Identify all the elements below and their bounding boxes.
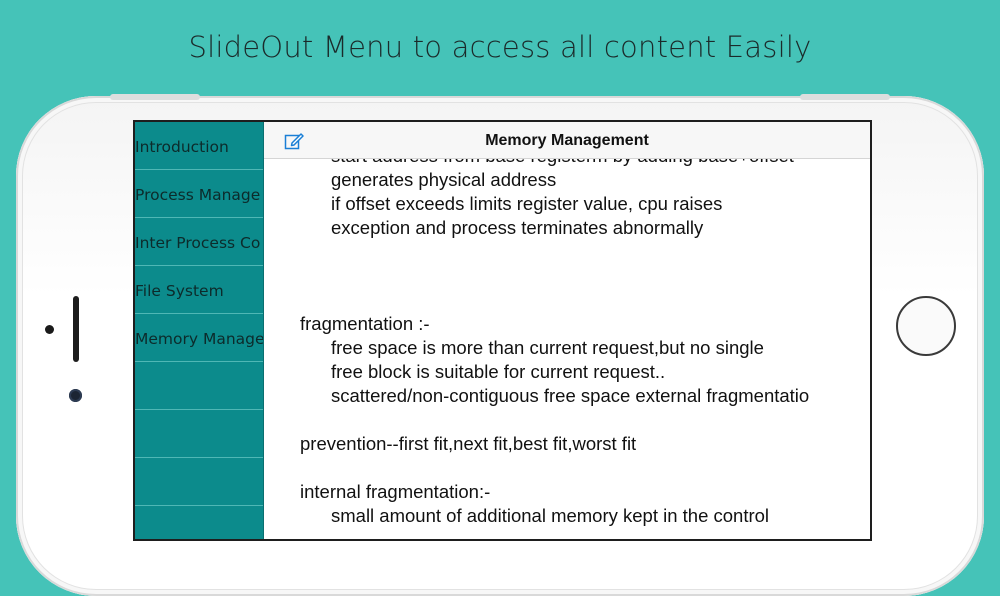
menu-item-empty[interactable] bbox=[135, 410, 263, 458]
menu-item-introduction[interactable]: Introduction bbox=[135, 122, 263, 170]
compose-icon[interactable] bbox=[284, 131, 304, 151]
headline: SlideOut Menu to access all content Easi… bbox=[188, 30, 812, 64]
phone-screen: Introduction Process Manage Inter Proces… bbox=[135, 122, 870, 539]
article-text: start address from base registerm by add… bbox=[264, 144, 870, 528]
blank-line bbox=[264, 240, 870, 264]
text-line: exception and process terminates abnorma… bbox=[331, 217, 704, 238]
blank-line bbox=[264, 408, 870, 432]
menu-item-empty[interactable] bbox=[135, 458, 263, 506]
menu-item-empty[interactable] bbox=[135, 506, 263, 539]
page-title: Memory Management bbox=[485, 132, 649, 149]
text-line: prevention--first fit,next fit,best fit,… bbox=[300, 433, 637, 454]
text-line: if offset exceeds limits register value,… bbox=[331, 193, 723, 214]
blank-line bbox=[264, 456, 870, 480]
slideout-menu: Introduction Process Manage Inter Proces… bbox=[135, 122, 264, 539]
text-line: fragmentation :- bbox=[300, 313, 430, 334]
nav-bar: Memory Management bbox=[264, 122, 870, 159]
blank-line bbox=[264, 264, 870, 288]
power-button bbox=[800, 94, 890, 100]
text-line: internal fragmentation:- bbox=[300, 481, 491, 502]
text-line: small amount of additional memory kept i… bbox=[331, 505, 770, 526]
home-button[interactable] bbox=[896, 296, 956, 356]
menu-item-memory-management[interactable]: Memory Manage bbox=[135, 314, 263, 362]
menu-item-file-system[interactable]: File System bbox=[135, 266, 263, 314]
proximity-sensor bbox=[45, 325, 54, 334]
speaker-grille bbox=[73, 296, 79, 362]
menu-item-empty[interactable] bbox=[135, 362, 263, 410]
text-line: free space is more than current request,… bbox=[331, 337, 764, 358]
volume-button bbox=[110, 94, 200, 100]
menu-item-inter-process-communication[interactable]: Inter Process Co bbox=[135, 218, 263, 266]
content-pane: start address from base registerm by add… bbox=[264, 122, 870, 539]
text-line: scattered/non-contiguous free space exte… bbox=[331, 385, 810, 406]
text-line: generates physical address bbox=[331, 169, 557, 190]
text-line: free block is suitable for current reque… bbox=[331, 361, 666, 382]
front-camera bbox=[69, 389, 82, 402]
blank-line bbox=[264, 288, 870, 312]
menu-item-process-management[interactable]: Process Manage bbox=[135, 170, 263, 218]
